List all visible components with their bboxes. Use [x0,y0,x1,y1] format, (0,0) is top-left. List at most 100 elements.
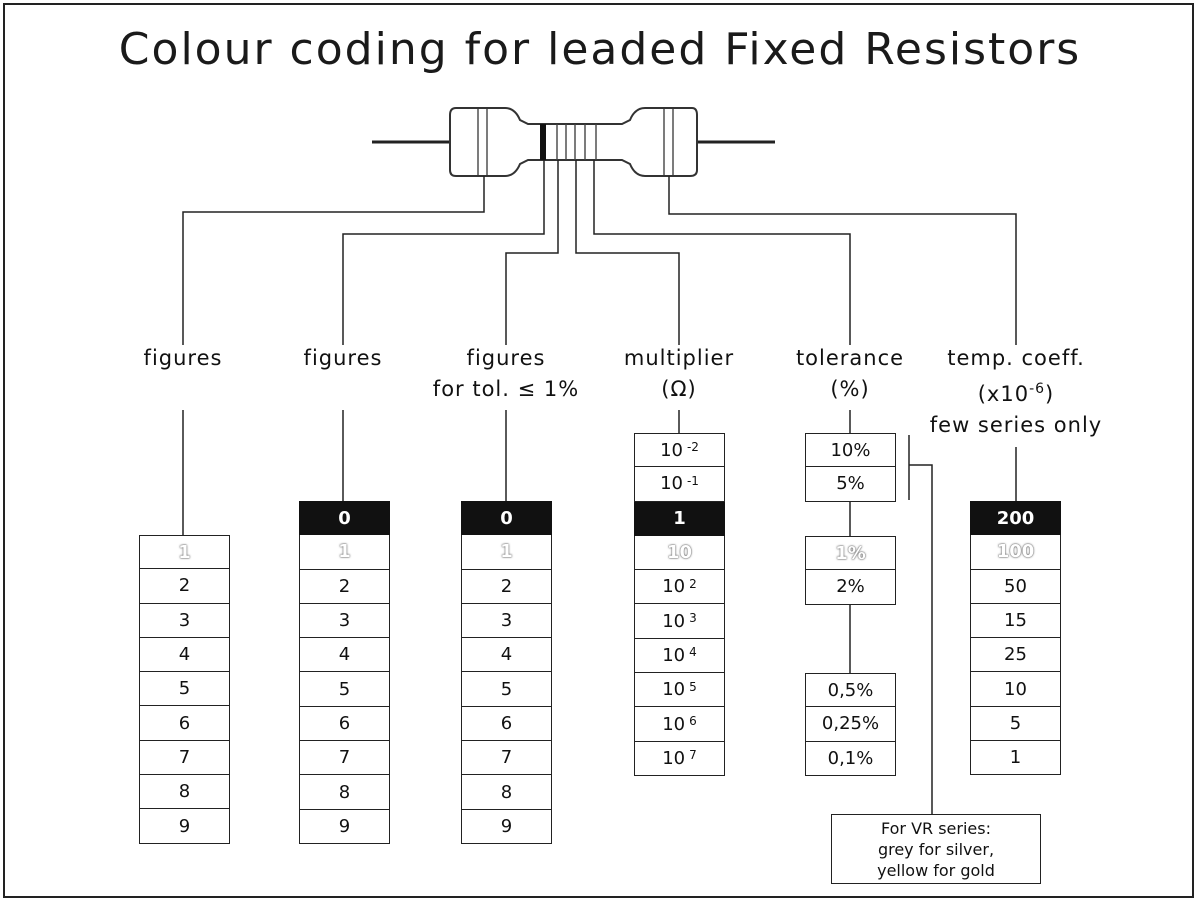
cell-value: 2% [836,576,865,598]
table-cell: 3 [139,603,230,638]
table-cell: 7 [461,741,552,776]
table-cell: 1 [970,741,1061,776]
cell-value: 4 [178,644,191,666]
resistor-body [449,107,698,177]
cell-value: 3 [178,609,191,631]
cell-value: 7 [338,747,351,769]
table-cell: 0 [461,501,552,536]
cell-value: 7 [500,747,513,769]
table-cell: 10 [634,535,725,571]
cell-value: 8 [338,781,351,803]
cell-value: 5 [500,678,513,700]
cell-value: 10 [662,576,686,598]
table-cell: 6 [139,706,230,741]
cell-value: 2 [178,575,191,597]
cell-value: 9 [338,815,351,837]
tolerance-group-2: 1% 2% [805,536,896,605]
resistor-bands [477,109,674,175]
table-cell: 9 [461,809,552,844]
table-cell: 1 [461,535,552,570]
cell-value: 9 [178,815,191,837]
table-cell: 5 [139,672,230,707]
cell-value: 1 [500,541,513,563]
table-cell: 0,25% [805,707,896,742]
table-cell: 4 [299,638,390,673]
table-cell: 1 [139,535,230,570]
leader-lines [182,160,1017,814]
cell-value: 6 [178,712,191,734]
cell-value: 5 [178,678,191,700]
header-tolerance: tolerance(%) [795,346,905,401]
table-cell: 0,1% [805,741,896,776]
table-cell: 0,5% [805,673,896,708]
table-cell: 5 [970,706,1061,742]
cell-value: 6 [338,712,351,734]
figures-column-1: 1 2 3 4 5 6 7 8 9 [139,535,230,844]
cell-value: 3 [338,610,351,632]
table-cell: 8 [299,775,390,810]
diagram-title: Colour coding for leaded Fixed Resistors [118,24,1082,75]
cell-value: 4 [500,644,513,666]
table-cell: 10-2 [634,433,725,468]
cell-value: 15 [1004,610,1027,632]
table-cell: 6 [461,706,552,742]
table-cell: 10% [805,433,896,468]
cell-exponent: 7 [689,748,697,763]
cell-value: 4 [338,644,351,666]
table-cell: 10 [970,672,1061,707]
cell-value: 1% [835,542,866,564]
table-cell: 100 [970,535,1061,570]
table-cell: 9 [139,809,230,844]
cell-value: 6 [500,712,513,734]
cell-value: 50 [1004,575,1027,597]
table-cell: 3 [299,603,390,639]
cell-value: 1 [1009,747,1022,769]
cell-value: 5% [836,473,865,495]
table-cell: 5 [299,672,390,707]
cell-value: 10 [660,439,683,461]
cell-value: 10 [662,713,686,735]
cell-value: 10 [662,679,686,701]
table-cell: 2 [461,569,552,604]
cell-value: 2 [338,575,351,597]
table-cell: 2% [805,570,896,605]
cell-exponent: -2 [686,440,699,455]
table-cell: 4 [461,638,552,673]
cell-exponent: 5 [689,679,697,694]
cell-value: 0 [338,507,351,529]
cell-value: 9 [500,815,513,837]
cell-value: 7 [178,746,191,768]
cell-value: 10 [1004,678,1027,700]
tolerance-group-1: 10%5% [805,433,896,502]
header-temp-coeff: temp. coeff. (x10-6) few series only [929,346,1103,437]
table-cell: 7 [139,740,230,776]
table-cell: 2 [299,569,390,604]
cell-value: 3 [500,610,513,632]
cell-value: 5 [1009,712,1022,734]
table-cell: 3 [461,603,552,639]
table-cell: 0 [299,501,390,536]
tolerance-group-3: 0,5% 0,25% 0,1% [805,673,896,776]
table-cell: 4 [139,637,230,673]
table-cell: 10-1 [634,467,725,502]
cell-value: 2 [500,575,513,597]
table-cell: 1% [805,536,896,571]
cell-value: 5 [338,678,351,700]
table-cell: 2 [139,569,230,604]
table-cell: 5% [805,467,896,502]
cell-value: 0,25% [821,713,880,735]
cell-exponent: 6 [689,714,697,729]
cell-value: 0,5% [827,679,874,701]
cell-value: 8 [178,781,191,803]
table-cell: 25 [970,638,1061,673]
cell-value: 10 [666,542,693,564]
header-multiplier: multiplier(Ω) [623,346,735,401]
